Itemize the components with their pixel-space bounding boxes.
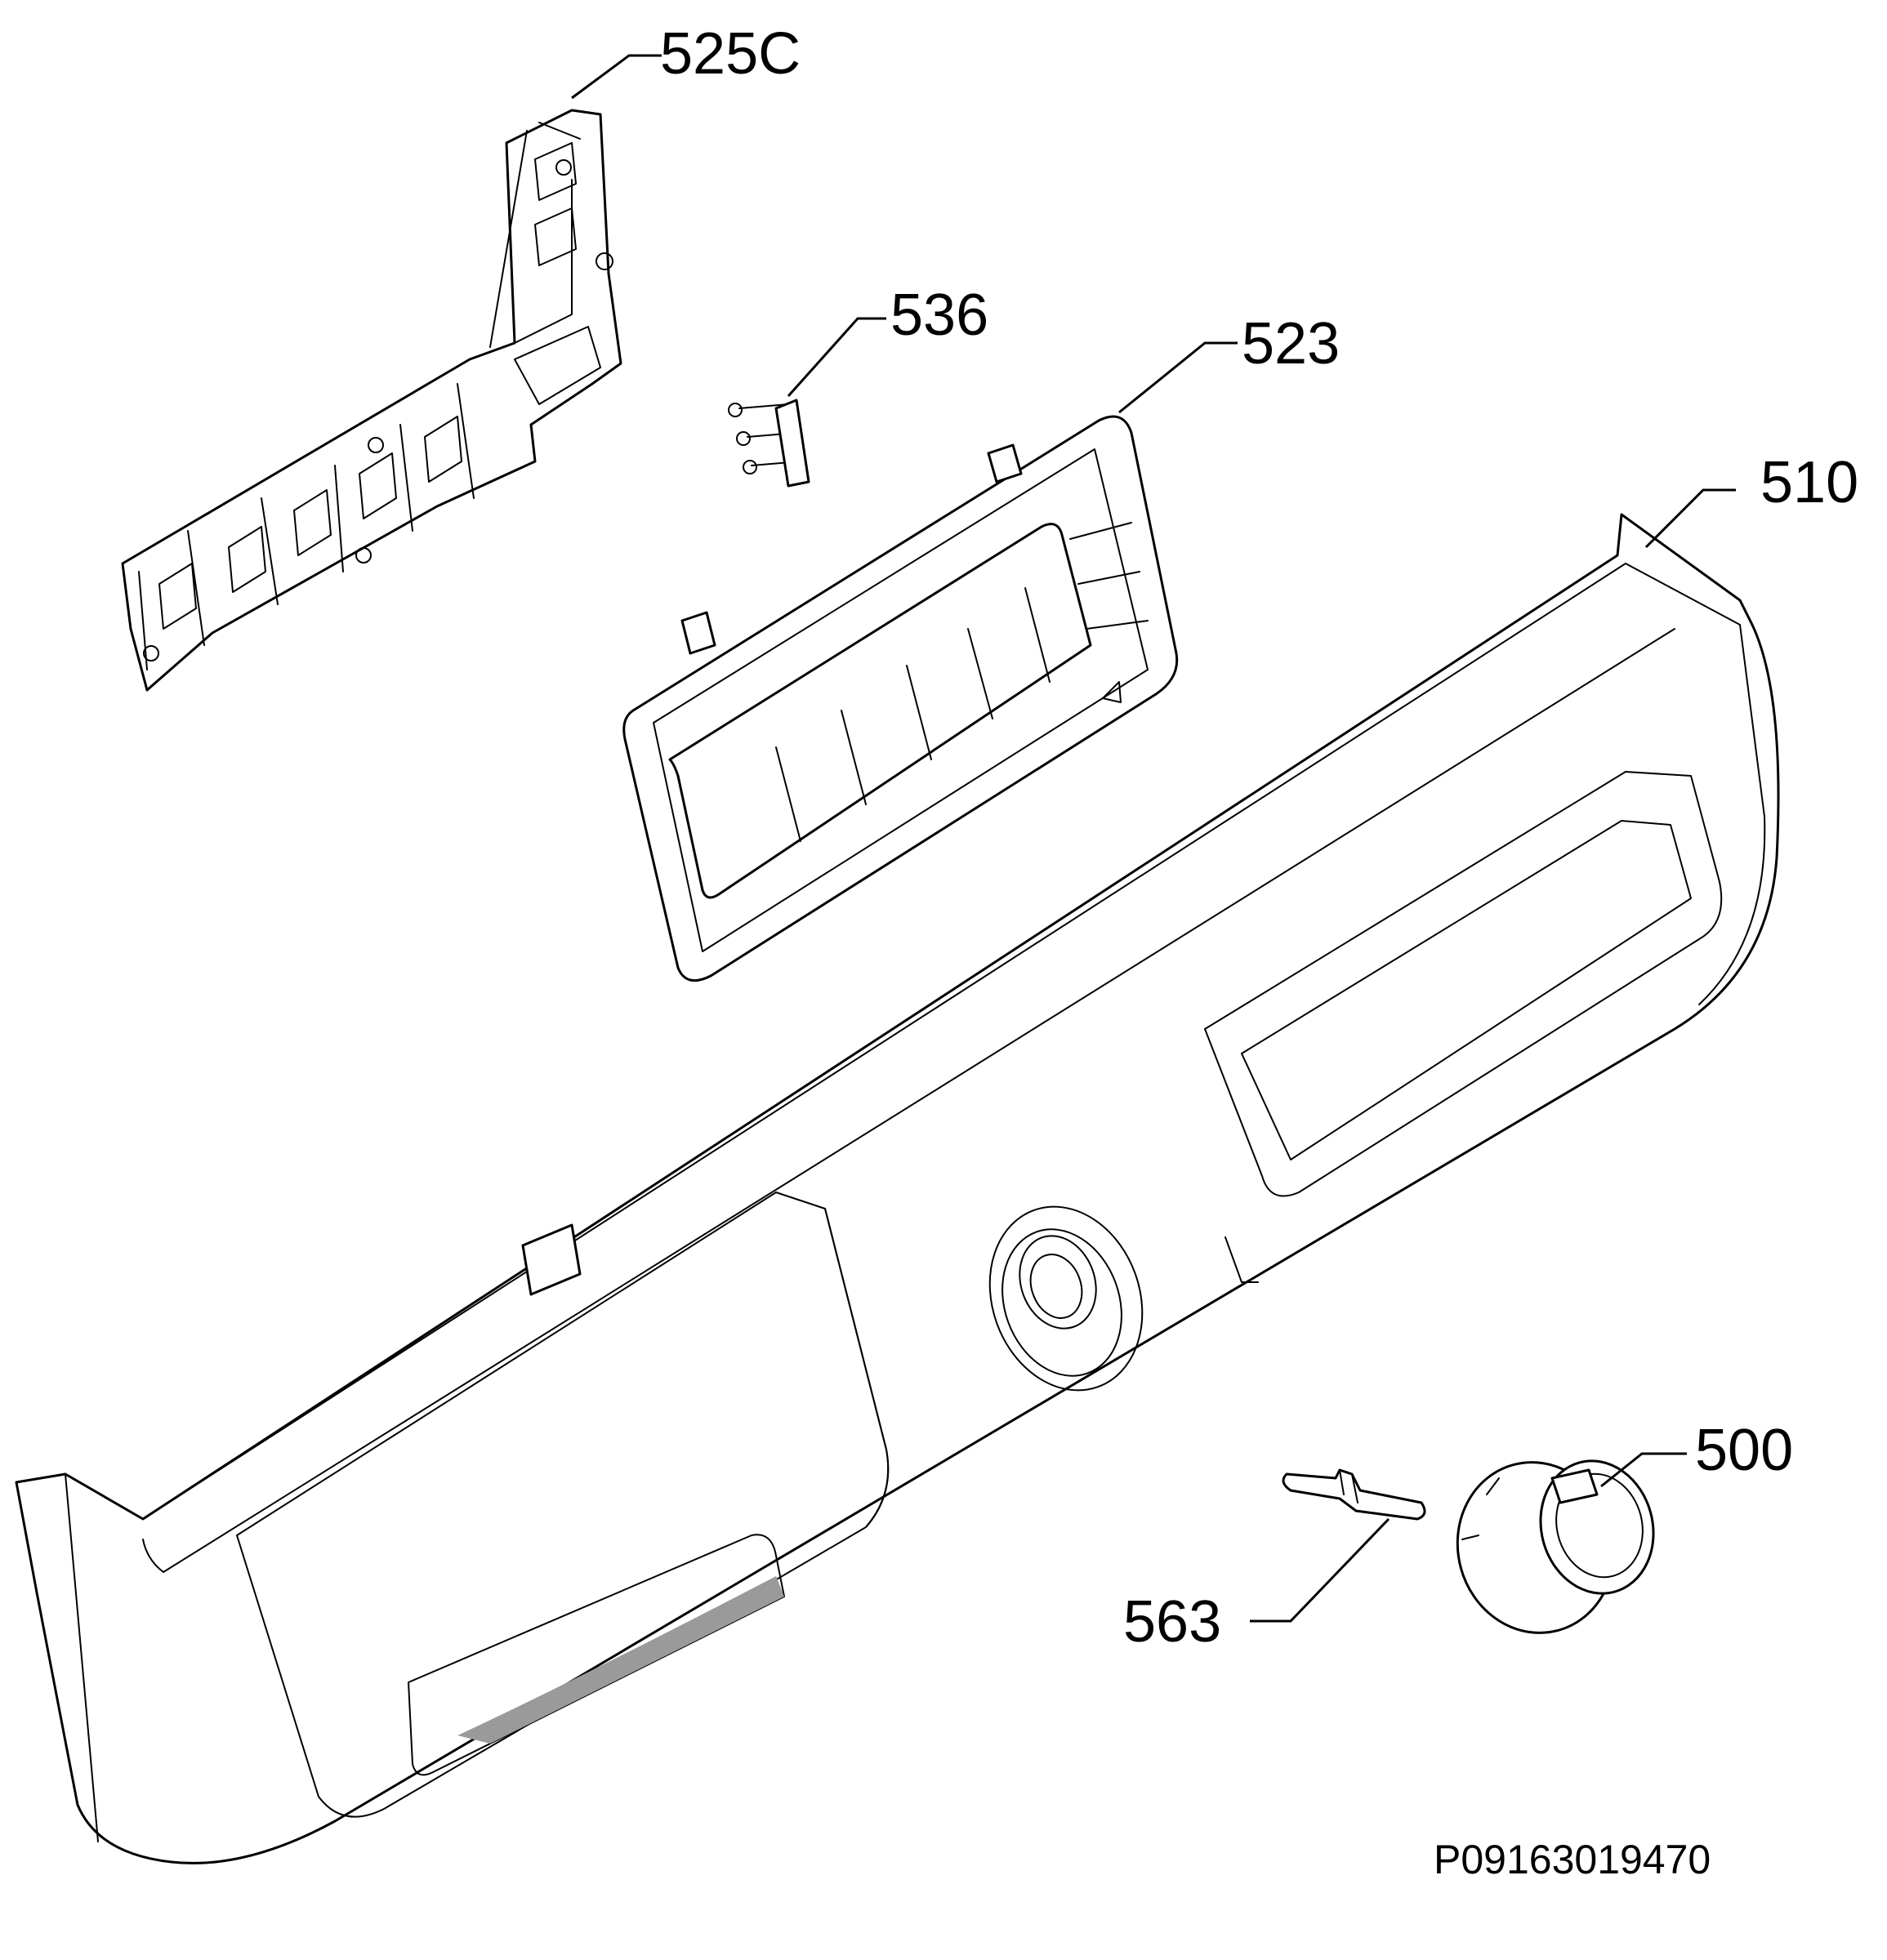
callout-525c: 525C	[660, 21, 801, 87]
callout-510: 510	[1760, 450, 1859, 515]
leader-536	[787, 317, 886, 398]
leader-523	[1118, 341, 1238, 414]
leader-510	[1644, 488, 1736, 549]
callout-500: 500	[1695, 1418, 1794, 1483]
part-510-control-panel	[15, 513, 1780, 1864]
part-525c-board-bracket	[121, 109, 622, 692]
leader-563	[1250, 1517, 1390, 1623]
drawing-code: P09163019470	[1434, 1837, 1711, 1882]
panel-dispenser-handle	[236, 1192, 890, 1818]
leader-500	[1600, 1452, 1687, 1488]
part-523-display-frame	[622, 415, 1179, 982]
board-switch-blocks	[158, 142, 577, 630]
leader-525c	[571, 54, 662, 100]
callout-563: 563	[1123, 1589, 1222, 1655]
panel-window-opening	[1204, 771, 1723, 1197]
callout-523: 523	[1242, 311, 1341, 376]
part-536-pins	[728, 399, 810, 488]
part-500-knob	[1456, 1459, 1655, 1634]
panel-knob-ring	[988, 1205, 1144, 1392]
part-563-shaft	[1282, 1468, 1426, 1521]
callout-536: 536	[890, 283, 989, 348]
